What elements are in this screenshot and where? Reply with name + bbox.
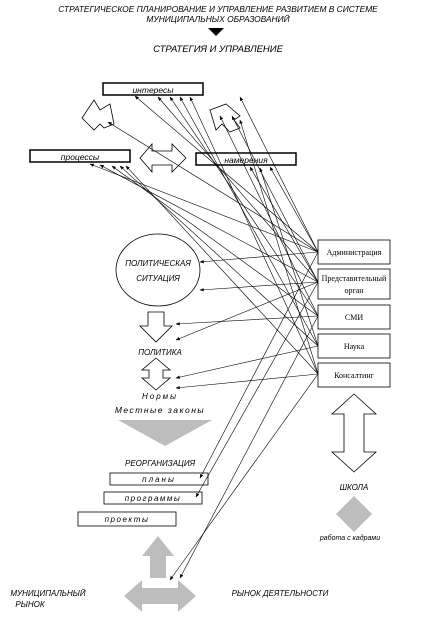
science-box: Наука — [317, 333, 391, 359]
staff-diamond — [336, 496, 372, 532]
market-grey-arrows — [124, 536, 196, 612]
media-label: СМИ — [345, 313, 363, 322]
media-box: СМИ — [317, 304, 391, 330]
administration-label: Администрация — [327, 248, 382, 257]
title-line-1: СТРАТЕГИЧЕСКОЕ ПЛАНИРОВАНИЕ И УПРАВЛЕНИЕ… — [58, 4, 378, 14]
science-label: Наука — [344, 342, 365, 351]
plans-label: планы — [142, 475, 176, 484]
norms-label: Нормы — [142, 392, 178, 401]
title-down-arrow — [208, 28, 224, 36]
connector-arrows — [89, 95, 319, 581]
subtitle: СТРАТЕГИЯ И УПРАВЛЕНИЕ — [153, 44, 284, 55]
consulting-box: Консалтинг — [317, 362, 391, 388]
directions-label: намерения — [224, 155, 268, 165]
politics-down-arrow — [139, 311, 173, 343]
school-updown-arrow — [330, 393, 378, 473]
right-grey-arrow — [209, 103, 241, 133]
title-line-2: МУНИЦИПАЛЬНЫХ ОБРАЗОВАНИЙ — [146, 13, 289, 24]
processes-box: процессы — [29, 149, 131, 163]
municipal-market-line-1: МУНИЦИПАЛЬНЫЙ — [10, 589, 86, 598]
school-label: ШКОЛА — [340, 483, 369, 492]
local-laws-label: Местные законы — [115, 405, 205, 415]
projects-box: проекты — [77, 511, 177, 527]
norms-updown-arrow — [140, 357, 172, 391]
interests-label: интересы — [132, 85, 174, 95]
staff-work-label: работа с кадрами — [319, 534, 380, 542]
representative-box: Представительный орган — [317, 268, 391, 300]
programs-box: программы — [103, 491, 203, 505]
left-grey-arrow — [81, 99, 115, 131]
political-situation-line-2: СИТУАЦИЯ — [136, 274, 180, 283]
reorganization-label: РЕОРГАНИЗАЦИЯ — [125, 459, 196, 468]
municipal-market-line-2: РЫНОК — [15, 600, 45, 609]
interests-box: интересы — [102, 82, 204, 96]
programs-label: программы — [125, 494, 182, 503]
projects-label: проекты — [105, 515, 150, 524]
political-situation: ПОЛИТИЧЕСКАЯ СИТУАЦИЯ — [115, 233, 201, 307]
directions-box: намерения — [195, 152, 297, 166]
consulting-label: Консалтинг — [334, 371, 375, 380]
representative-label-1: Представительный — [322, 274, 387, 283]
middle-double-arrow — [139, 142, 187, 174]
political-situation-line-1: ПОЛИТИЧЕСКАЯ — [125, 259, 191, 268]
administration-box: Администрация — [317, 239, 391, 265]
activity-market-label: РЫНОК ДЕЯТЕЛЬНОСТИ — [232, 589, 329, 598]
funnel-shape — [118, 420, 212, 446]
processes-label: процессы — [61, 152, 100, 162]
representative-label-2: орган — [344, 286, 364, 295]
plans-box: планы — [109, 472, 209, 486]
politics-label: ПОЛИТИКА — [138, 348, 182, 357]
